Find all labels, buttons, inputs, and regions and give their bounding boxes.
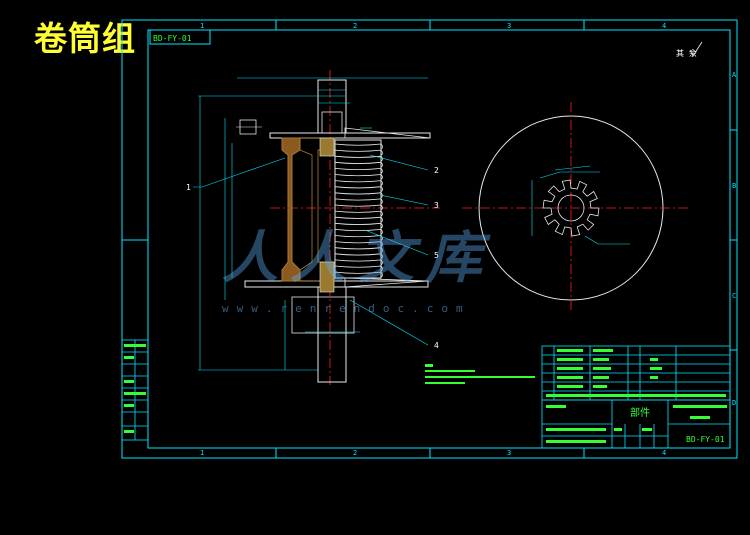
rope-groove (334, 180, 383, 186)
technical-notes (425, 364, 535, 384)
zone-col-4-top: 4 (662, 22, 666, 30)
leader-label-5: 5 (434, 251, 439, 260)
bottom-hub (319, 261, 335, 293)
zone-col-4-bottom: 4 (662, 449, 666, 457)
top-hub (319, 137, 335, 157)
title-block-code: BD-FY-01 (686, 435, 725, 444)
zone-col-3-bottom: 3 (507, 449, 511, 457)
rope-groove (334, 161, 383, 168)
parts-list-fills (546, 349, 726, 397)
zone-ticks (122, 20, 737, 458)
spline-bore (557, 194, 585, 222)
rope-groove (334, 143, 383, 150)
dimension-lines (198, 77, 428, 371)
drawing-title: 卷筒组 (34, 19, 136, 58)
roughness-label: 其 余 (676, 48, 697, 58)
side-dimensions (531, 165, 630, 245)
top-shaft-step (321, 111, 343, 134)
rope-groove (334, 174, 383, 180)
bottom-flange (244, 280, 429, 288)
rope-groove (334, 167, 383, 174)
left-strip-fills (124, 344, 146, 433)
rope-groove (334, 204, 383, 211)
zone-row-c: C (732, 292, 736, 300)
leader-lines (193, 154, 429, 346)
title-block-fills (546, 405, 727, 443)
spline-teeth (542, 179, 600, 237)
zone-col-2-top: 2 (353, 22, 357, 30)
side-view (462, 102, 688, 310)
zone-col-1-top: 1 (200, 22, 204, 30)
leader-label-3: 3 (434, 201, 439, 210)
rope-groove (334, 192, 383, 199)
leader-label-1: 1 (186, 183, 191, 192)
zone-row-a: A (732, 71, 737, 79)
title-block (541, 399, 731, 449)
zone-col-3-top: 3 (507, 22, 511, 30)
drawing-number-text: BD-FY-01 (153, 34, 192, 43)
zone-row-d: D (732, 399, 736, 407)
rope-groove (334, 149, 383, 156)
watermark: 人人文库 (222, 226, 494, 291)
watermark-url: www.renrendoc.com (222, 302, 471, 315)
drawing-number-box (149, 29, 211, 45)
spline-hole (542, 179, 600, 237)
roughness-icon (689, 41, 703, 57)
inner-frame (147, 29, 731, 449)
left-strip-table (121, 339, 149, 441)
leader-label-4: 4 (434, 341, 439, 350)
rope-groove (334, 198, 383, 205)
leader-label-2: 2 (434, 166, 439, 175)
zone-col-1-bottom: 1 (200, 449, 204, 457)
bottom-flange-cone (344, 277, 429, 288)
zone-row-b: B (732, 182, 736, 190)
bottom-bearing (291, 296, 355, 334)
parts-list (541, 345, 731, 401)
title-block-name: 部件 (630, 406, 650, 419)
drum-outline (334, 139, 382, 279)
section-view (193, 70, 440, 385)
rope-groove (334, 186, 383, 193)
rope-groove (334, 155, 383, 162)
zone-col-2-bottom: 2 (353, 449, 357, 457)
